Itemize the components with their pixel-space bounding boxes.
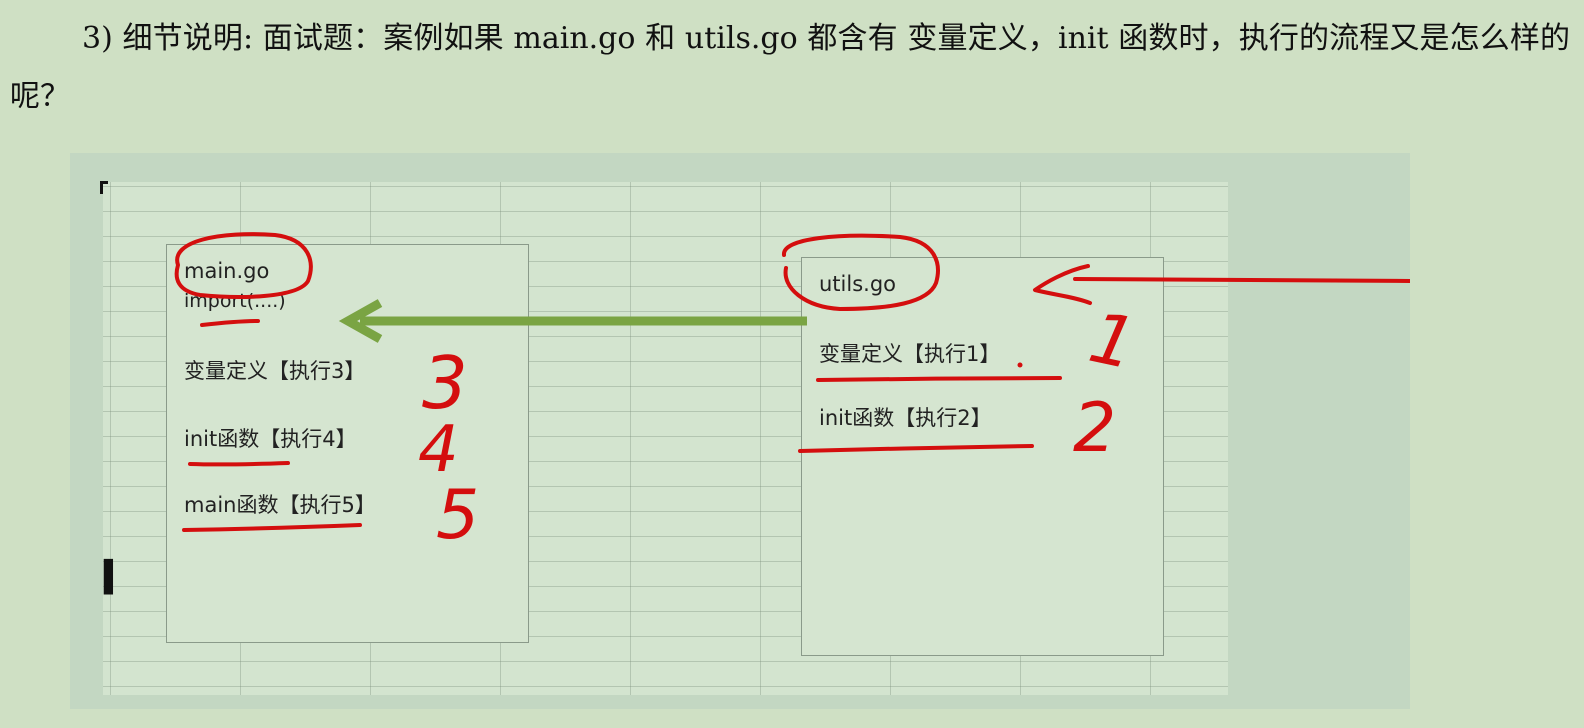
right-incoming-head	[1033, 264, 1092, 305]
main-go-title: main.go	[184, 259, 270, 283]
hand-number-1: 1	[1083, 296, 1144, 385]
hand-number-3: 3	[422, 341, 468, 425]
main-init-line: init函数【执行4】	[184, 427, 357, 451]
utils-go-box: utils.go 变量定义【执行1】 init函数【执行2】	[801, 257, 1164, 656]
main-main-underline	[182, 523, 362, 532]
sheet-row-mark: ▌	[104, 560, 123, 595]
execution-order-figure: ▌ main.go import(....) 变量定义【执行3】 init函数【…	[70, 153, 1410, 709]
utils-init-line: init函数【执行2】	[819, 406, 992, 430]
main-go-circle	[174, 232, 313, 299]
main-main-line: main函数【执行5】	[184, 493, 376, 517]
main-init-underline	[188, 461, 290, 467]
import-arrow	[338, 299, 807, 343]
utils-var-underline	[816, 376, 1062, 382]
question-paragraph: 3) 细节说明: 面试题：案例如果 main.go 和 utils.go 都含有…	[10, 21, 1570, 114]
hand-number-4: 4	[418, 413, 459, 487]
import-underline	[200, 319, 260, 327]
main-go-box: main.go import(....) 变量定义【执行3】 init函数【执行…	[166, 244, 529, 643]
hand-number-5: 5	[436, 476, 479, 555]
utils-go-title: utils.go	[819, 272, 897, 296]
utils-var-line: 变量定义【执行1】	[819, 342, 1001, 366]
handwritten-numbers: 1 2 3 4 5	[418, 296, 1143, 555]
annotation-overlay: 1 2 3 4 5	[174, 232, 1410, 555]
right-incoming-line	[1073, 277, 1410, 283]
main-var-line: 变量定义【执行3】	[184, 359, 366, 383]
utils-go-circle	[782, 233, 940, 311]
utils-init-underline	[798, 444, 1034, 453]
red-dot	[1017, 362, 1023, 368]
sheet-corner-mark	[100, 181, 108, 194]
hand-number-2: 2	[1073, 389, 1116, 468]
